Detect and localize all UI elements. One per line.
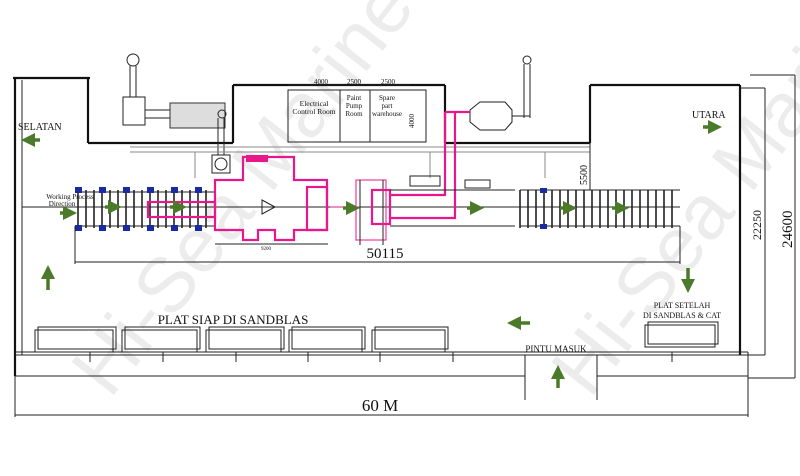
electrical-room-label-2: Control Room bbox=[292, 107, 335, 116]
dim-room-depth: 4000 bbox=[408, 114, 416, 129]
paint-booth bbox=[355, 110, 515, 245]
roller-end-cap bbox=[75, 225, 82, 231]
roller-conveyor-in bbox=[75, 187, 215, 231]
plates-done-label: PLAT SETELAH bbox=[654, 301, 711, 310]
dimension-lines bbox=[14, 74, 796, 417]
roller-conveyor-out bbox=[519, 188, 680, 229]
dim-room3: 2500 bbox=[381, 78, 396, 86]
roller-end-cap bbox=[171, 225, 178, 231]
spare-part-label: Spare bbox=[379, 94, 395, 102]
entrance-label: PINTU MASUK bbox=[525, 344, 587, 354]
spare-part-label-2: part bbox=[382, 102, 393, 110]
north-label: UTARA bbox=[692, 110, 726, 121]
dim-line-length: 50115 bbox=[367, 246, 404, 262]
dim-building-length: 60 M bbox=[362, 396, 398, 415]
process-direction-label-2: Direction bbox=[49, 200, 76, 208]
paint-pump-label-2: Pump bbox=[346, 102, 363, 110]
roller-end-cap bbox=[171, 187, 178, 193]
plates-ready bbox=[34, 326, 449, 353]
dim-total-width: 24600 bbox=[780, 211, 796, 249]
dim-inner-width: 22250 bbox=[750, 210, 764, 240]
dim-machine: 9200 bbox=[261, 247, 272, 252]
roller-end-cap bbox=[147, 187, 154, 193]
south-label: SELATAN bbox=[18, 122, 62, 133]
plates-done-label-2: DI SANDBLAS & CAT bbox=[643, 311, 721, 320]
roller-end-cap bbox=[147, 225, 154, 231]
roller-end-cap bbox=[123, 225, 130, 231]
dust-collector bbox=[122, 53, 590, 178]
plates-ready-label: PLAT SIAP DI SANDBLAS bbox=[158, 312, 309, 327]
roller-end-cap bbox=[195, 187, 202, 193]
plates-done bbox=[644, 321, 719, 348]
electrical-room-label: Electrical bbox=[300, 99, 329, 108]
paint-pump-label-3: Room bbox=[345, 110, 363, 118]
utility-rooms: 4000 2500 2500 4000 Electrical Control R… bbox=[287, 78, 427, 143]
roller-end-cap bbox=[99, 187, 106, 193]
dim-room2: 2500 bbox=[347, 78, 362, 86]
process-direction-label: Working Process bbox=[46, 193, 94, 201]
direction-arrows bbox=[21, 120, 722, 388]
roller-end-cap bbox=[195, 225, 202, 231]
roller-end-cap bbox=[99, 225, 106, 231]
spare-part-label-3: warehouse bbox=[372, 110, 402, 118]
roller-end-cap bbox=[123, 187, 130, 193]
dim-room1: 4000 bbox=[314, 78, 329, 86]
roller-end-cap bbox=[75, 187, 82, 193]
paint-pump-label: Paint bbox=[347, 94, 361, 102]
dim-offset: 5500 bbox=[579, 165, 590, 185]
